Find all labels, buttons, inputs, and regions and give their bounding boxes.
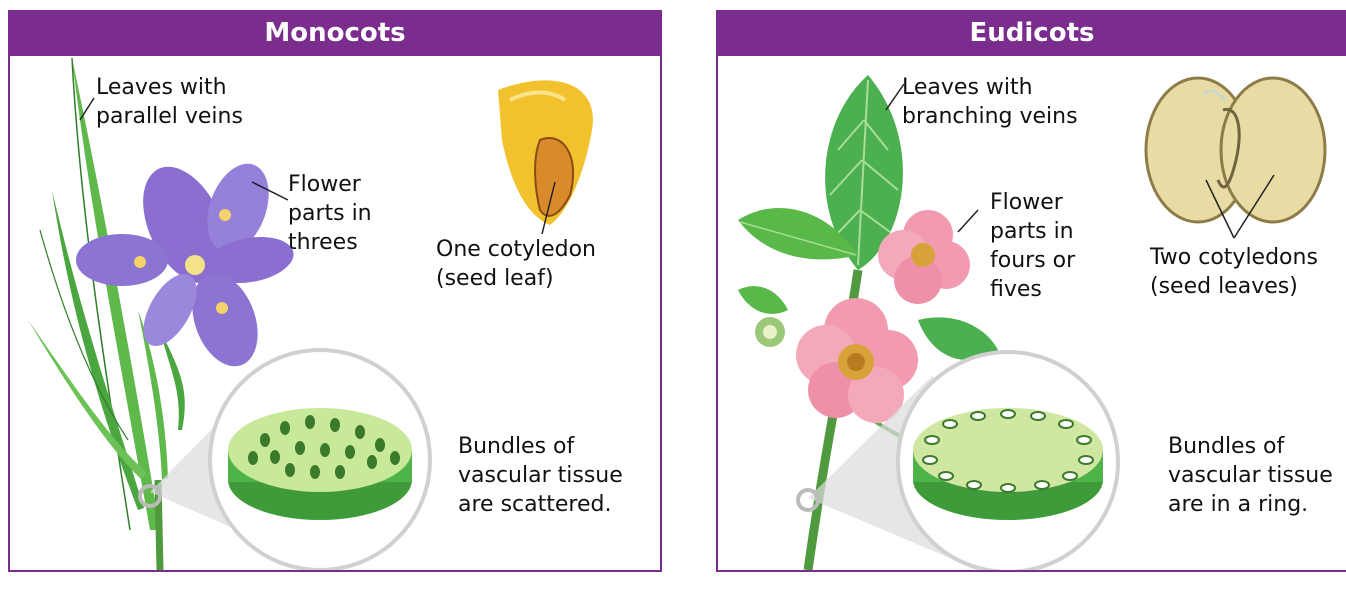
eudicot-flower-label: Flower parts in fours or fives: [990, 188, 1075, 304]
bean-seed: [1146, 78, 1325, 222]
iris-flower: [76, 154, 297, 376]
monocot-cotyledon-label: One cotyledon (seed leaf): [436, 235, 596, 293]
monocot-flower-label: Flower parts in threes: [288, 170, 372, 257]
monocot-bundles-label: Bundles of vascular tissue are scattered…: [458, 432, 623, 519]
eudicot-cotyledon-label: Two cotyledons (seed leaves): [1150, 243, 1318, 301]
corn-seed: [498, 80, 593, 225]
eudicots-panel: Eudicots: [716, 10, 1346, 572]
monocot-magnifier: [140, 350, 430, 570]
monocots-panel: Monocots: [8, 10, 662, 572]
eudicot-leaves-label: Leaves with branching veins: [902, 73, 1078, 131]
monocot-leaves-label: Leaves with parallel veins: [96, 73, 243, 131]
eudicot-bundles-label: Bundles of vascular tissue are in a ring…: [1168, 432, 1333, 519]
